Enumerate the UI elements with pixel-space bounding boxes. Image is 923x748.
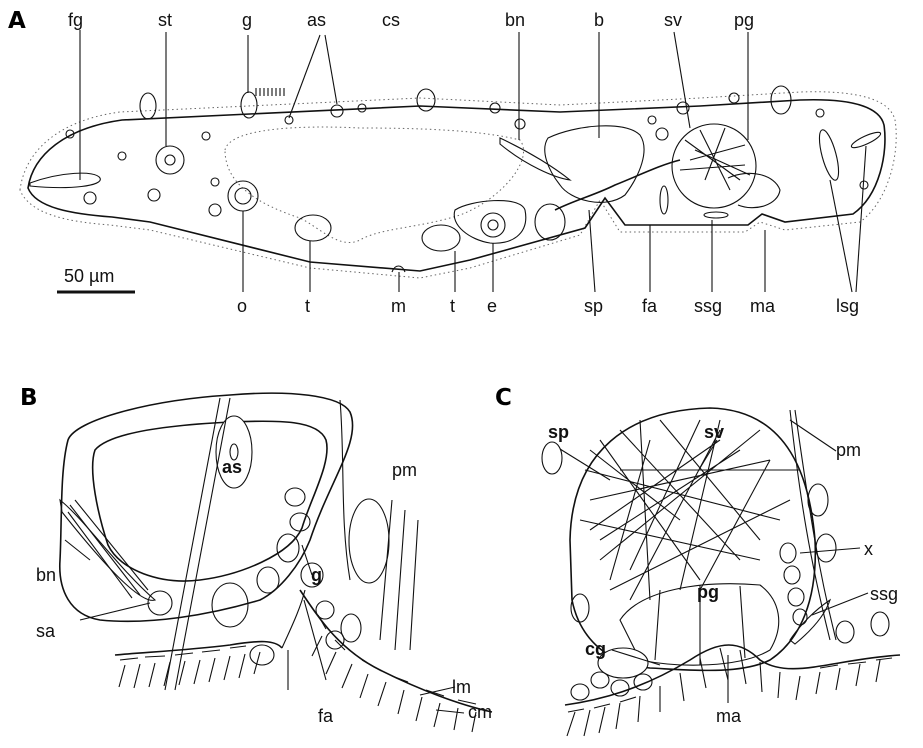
c-stylets [580,420,800,600]
label-c-cg: cg [585,639,606,659]
egg-cell [481,213,505,237]
panel-b: B [20,385,492,732]
label-b-sa: sa [36,621,56,641]
sagittocyst-2 [704,212,728,218]
seminal-vesicle [672,124,756,208]
pm-cell [349,499,389,583]
label-m: m [391,296,406,316]
label-lsg: lsg [836,296,859,316]
bursa-nozzle-b [60,500,155,600]
bursa-lumen [93,421,327,581]
label-ma: ma [750,296,776,316]
seminal-bursa-cell [535,204,565,240]
central-space [225,127,524,243]
label-c-sv: sv [704,422,724,442]
panel-c-letter: C [495,385,512,411]
label-g: g [242,10,252,30]
label-c-sp: sp [548,422,569,442]
label-c-pm: pm [836,440,861,460]
label-sp: sp [584,296,603,316]
label-c-ma: ma [716,706,742,726]
label-t2: t [450,296,455,316]
label-bn: bn [505,10,525,30]
statocyst [156,146,184,174]
label-c-ssg: ssg [870,584,898,604]
label-cs: cs [382,10,400,30]
bursa-nozzle [500,138,570,180]
label-c-x: x [864,539,873,559]
testis-1 [295,215,331,241]
label-b-g: g [311,565,322,585]
panel-a-leaders-top [80,30,748,180]
label-fg: fg [68,10,83,30]
label-as: as [307,10,326,30]
c-ssg [790,600,830,644]
cilia-tuft [256,88,284,96]
label-e: e [487,296,497,316]
sperm-duct [555,160,680,210]
label-t1: t [305,296,310,316]
panel-c: C [495,385,900,736]
label-b-fa: fa [318,706,334,726]
panel-b-leaders [65,540,464,713]
gland-cell-1 [140,93,156,119]
label-b-pm: pm [392,460,417,480]
bursa-nozzle-hatch [68,500,148,598]
label-b-lm: lm [452,677,471,697]
label-ssg: ssg [694,296,722,316]
as-cell [216,416,252,488]
b-epidermis-left [115,642,282,655]
label-b: b [594,10,604,30]
egg-nucleus [488,220,498,230]
sa-cell [148,591,172,615]
label-b-as: as [222,457,242,477]
gland-cell-3 [417,89,435,111]
statocyst-core [165,155,175,165]
label-b-cm: cm [468,702,492,722]
lateral-sagittocyst-1 [816,128,843,182]
panel-a: A [8,8,896,316]
frontal-gland [30,173,100,187]
label-sv: sv [664,10,682,30]
scale-bar-label: 50 µm [64,266,114,286]
ovary-nucleus [235,188,251,204]
label-st: st [158,10,172,30]
c-x-cells [780,543,807,625]
b-fa-channel [282,590,305,690]
panel-a-letter: A [8,8,26,34]
label-c-pg: pg [697,582,719,602]
panel-b-letter: B [20,385,38,411]
ovary [228,181,258,211]
label-pg: pg [734,10,754,30]
bursa [545,126,644,203]
testis-2 [422,225,460,251]
label-o: o [237,296,247,316]
sagittocyst-1 [660,186,668,214]
b-cilia-left [119,652,260,688]
c-bulb [570,408,815,670]
stylets [680,128,750,190]
label-b-bn: bn [36,565,56,585]
label-fa: fa [642,296,658,316]
